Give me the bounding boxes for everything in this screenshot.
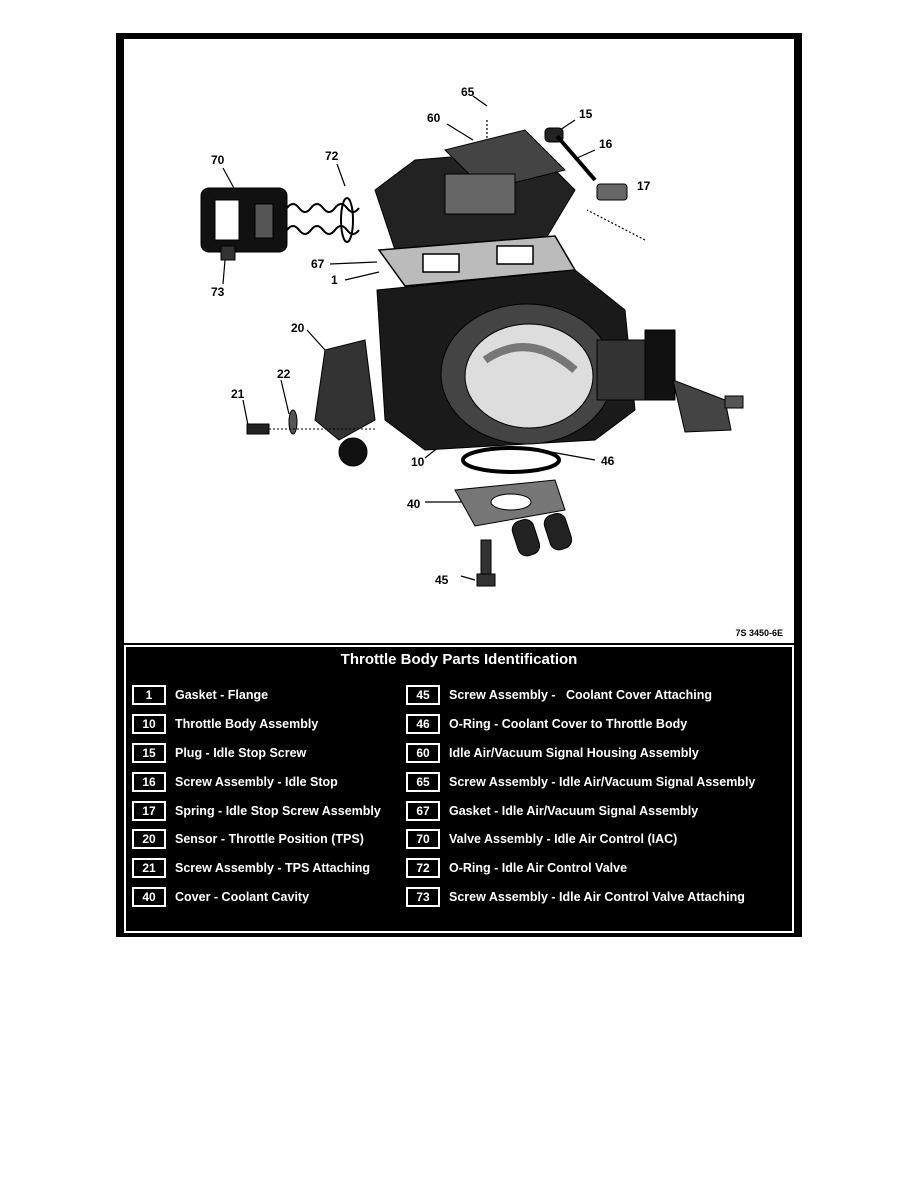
part-row: 21 Screw Assembly - TPS Attaching <box>132 854 381 883</box>
part-description: Idle Air/Vacuum Signal Housing Assembly <box>449 745 699 760</box>
figure-code: 7S 3450-6E <box>735 628 783 638</box>
part-description: Gasket - Flange <box>175 688 269 703</box>
part-description: Screw Assembly - Idle Air/Vacuum Signal … <box>449 774 756 789</box>
part-number: 45 <box>406 685 440 706</box>
part-number: 46 <box>406 714 440 735</box>
part-row: 65 Screw Assembly - Idle Air/Vacuum Signa… <box>406 767 755 796</box>
part-description: O-Ring - Idle Air Control Valve <box>449 861 628 876</box>
part-row: 17 Spring - Idle Stop Screw Assembly <box>132 796 381 825</box>
part-description: Sensor - Throttle Position (TPS) <box>175 832 364 847</box>
part-description: Cover - Coolant Cavity <box>175 889 310 904</box>
part-row: 40 Cover - Coolant Cavity <box>132 883 381 912</box>
callout-60: 60 <box>427 111 441 125</box>
callout-46: 46 <box>601 454 615 468</box>
part-row: 10 Throttle Body Assembly <box>132 710 381 739</box>
part-row: 15 Plug - Idle Stop Screw <box>132 739 381 768</box>
parts-column-right: 45 Screw Assembly - Coolant Cover Attachi… <box>406 681 755 911</box>
part-row: 46 O-Ring - Coolant Cover to Throttle Bod… <box>406 710 755 739</box>
part-row: 73 Screw Assembly - Idle Air Control Valv… <box>406 883 755 912</box>
part-row: 70 Valve Assembly - Idle Air Control (IAC… <box>406 825 755 854</box>
callout-70: 70 <box>211 153 225 167</box>
callout-73: 73 <box>211 285 225 299</box>
figure-frame: 65 15 60 16 70 72 17 67 1 73 20 22 21 46… <box>116 33 802 937</box>
part-number: 67 <box>406 800 440 821</box>
part-row: 45 Screw Assembly - Coolant Cover Attachi… <box>406 681 755 710</box>
callout-67: 67 <box>311 257 325 271</box>
callout-16: 16 <box>599 137 613 151</box>
callout-1: 1 <box>331 273 338 287</box>
part-description: Throttle Body Assembly <box>175 717 319 732</box>
part-row: 72 O-Ring - Idle Air Control Valve <box>406 854 755 883</box>
callout-72: 72 <box>325 149 339 163</box>
part-description: Spring - Idle Stop Screw Assembly <box>175 803 381 818</box>
part-number: 17 <box>132 800 166 821</box>
part-description: O-Ring - Coolant Cover to Throttle Body <box>449 717 688 732</box>
exploded-diagram: 65 15 60 16 70 72 17 67 1 73 20 22 21 46… <box>124 39 794 643</box>
part-row: 20 Sensor - Throttle Position (TPS) <box>132 825 381 854</box>
part-row: 67 Gasket - Idle Air/Vacuum Signal Assemb… <box>406 796 755 825</box>
part-description: Plug - Idle Stop Screw <box>175 745 307 760</box>
part-number: 40 <box>132 886 166 907</box>
part-number: 60 <box>406 742 440 763</box>
callout-22: 22 <box>277 367 291 381</box>
part-number: 72 <box>406 858 440 879</box>
part-row: 1 Gasket - Flange <box>132 681 381 710</box>
part-description: Valve Assembly - Idle Air Control (IAC) <box>449 832 678 847</box>
part-number: 15 <box>132 742 166 763</box>
part-number: 10 <box>132 714 166 735</box>
callout-17: 17 <box>637 179 651 193</box>
callout-45: 45 <box>435 573 449 587</box>
callout-21: 21 <box>231 387 245 401</box>
parts-column-left: 1 Gasket - Flange 10 Throttle Body Assembl… <box>132 681 381 911</box>
part-description: Gasket - Idle Air/Vacuum Signal Assembly <box>449 803 699 818</box>
part-description: Screw Assembly - TPS Attaching <box>175 861 370 876</box>
part-row: 60 Idle Air/Vacuum Signal Housing Assembl… <box>406 739 755 768</box>
part-number: 73 <box>406 886 440 907</box>
part-number: 21 <box>132 858 166 879</box>
callout-40: 40 <box>407 497 421 511</box>
part-description: Screw Assembly - Idle Stop <box>175 774 338 789</box>
part-number: 16 <box>132 771 166 792</box>
throttle-body-illustration: 65 15 60 16 70 72 17 67 1 73 20 22 21 46… <box>200 85 744 587</box>
callout-10: 10 <box>411 455 425 469</box>
part-description: Screw Assembly - Idle Air Control Valve … <box>449 889 745 904</box>
part-number: 1 <box>132 685 166 706</box>
callout-65: 65 <box>461 85 475 99</box>
callout-20: 20 <box>291 321 305 335</box>
part-number: 20 <box>132 829 166 850</box>
part-number: 70 <box>406 829 440 850</box>
callout-15: 15 <box>579 107 593 121</box>
table-title: Throttle Body Parts Identification <box>340 651 578 668</box>
part-row: 16 Screw Assembly - Idle Stop <box>132 767 381 796</box>
part-description: Screw Assembly - Coolant Cover Attaching <box>449 688 713 703</box>
part-number: 65 <box>406 771 440 792</box>
